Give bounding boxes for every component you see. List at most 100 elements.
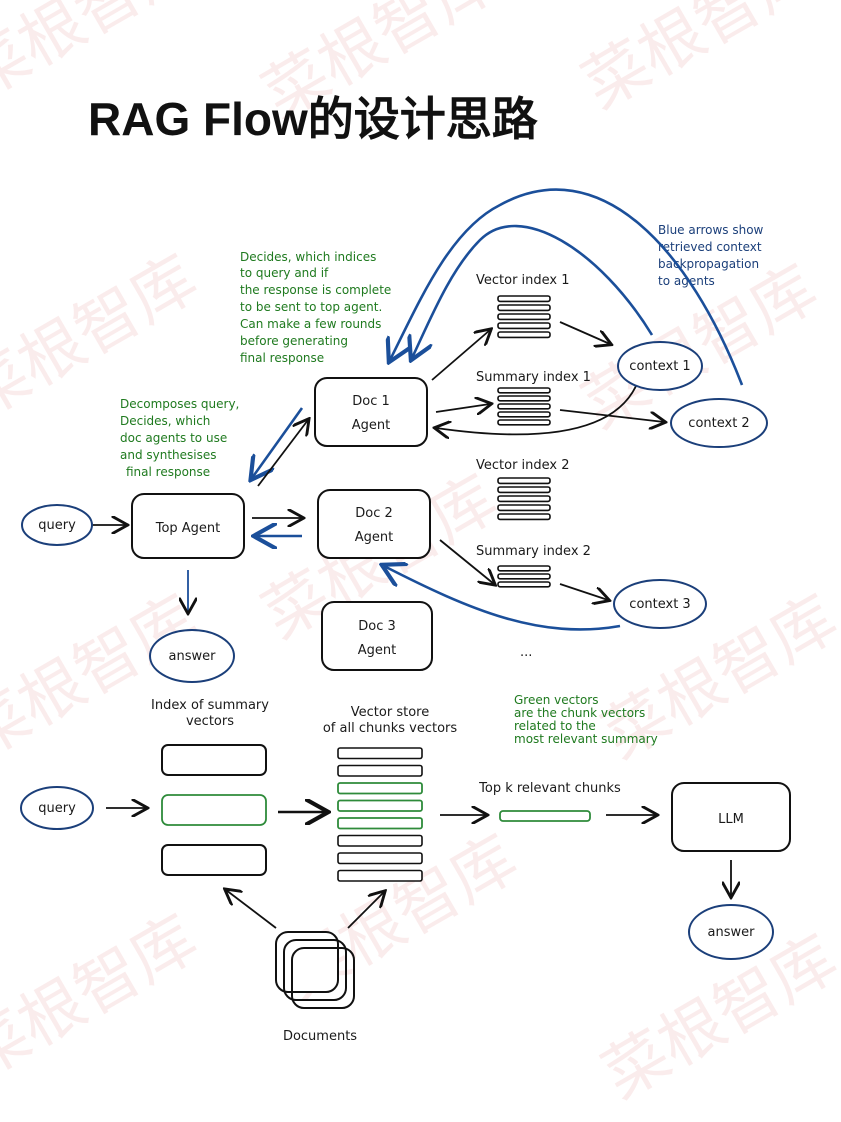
svg-text:most relevant summary: most relevant summary (514, 732, 658, 746)
chunk-vector (337, 834, 423, 847)
context-3: context 3 (613, 579, 707, 629)
vector-index-1-bar (497, 331, 551, 339)
svg-text:Doc 1: Doc 1 (352, 394, 390, 409)
arrow-doc1-to-vector1 (431, 330, 490, 381)
chunk-vector (337, 764, 423, 777)
summary-index-2-bar (497, 581, 551, 588)
chunk-vector (337, 782, 423, 795)
vector-index-2-bar (497, 513, 551, 521)
svg-text:vectors: vectors (186, 714, 234, 729)
bottom-query: query (20, 786, 94, 830)
vector-store (337, 747, 423, 882)
arrow-summary2-to-context3 (559, 583, 608, 600)
top-query: query (21, 504, 93, 546)
svg-text:Agent: Agent (355, 530, 393, 545)
chunk-vector (337, 852, 423, 865)
more-indices: ... (520, 645, 532, 660)
svg-text:query: query (38, 518, 76, 533)
arrow-doc2-to-summary2 (439, 539, 494, 584)
vector-index-1-bar (497, 313, 551, 321)
svg-text:Doc 2: Doc 2 (355, 506, 393, 521)
arrow-docs-to-store (347, 892, 384, 929)
context-1: context 1 (617, 341, 703, 391)
svg-text:context 1: context 1 (629, 359, 690, 374)
documents-icon (275, 931, 355, 1009)
top-answer: answer (149, 629, 235, 683)
blue-arrows-note: Blue arrows show retrieved context backp… (658, 223, 764, 288)
blue-arrow-doc1-to-top (252, 407, 304, 478)
topk-chunks (499, 810, 591, 822)
doc2-agent: Doc 2 Agent (317, 489, 431, 559)
summary-index-label: Index of summary (151, 698, 269, 713)
summary-index-1-bar (497, 387, 551, 394)
svg-text:Agent: Agent (358, 643, 396, 658)
blue-arrow-context2-to-doc1 (390, 188, 744, 386)
arrow-vector1-to-context1 (559, 321, 610, 344)
vector-index-1-bar (497, 304, 551, 312)
summary-index-1-bar (497, 395, 551, 402)
svg-text:the response is complete: the response is complete (240, 283, 391, 297)
svg-text:Can make a few rounds: Can make a few rounds (240, 317, 381, 331)
green-vectors-note: Green vectors (514, 693, 598, 707)
arrow-summary1-to-context2 (559, 409, 664, 422)
summary-vector-relevant (161, 794, 267, 826)
summary-index-2-bar (497, 573, 551, 580)
documents-label: Documents (283, 1029, 357, 1044)
svg-text:doc agents to use: doc agents to use (120, 431, 227, 445)
vector-index-2-bar (497, 495, 551, 503)
svg-text:to be sent to top agent.: to be sent to top agent. (240, 300, 382, 314)
blue-arrow-context3-to-doc2 (384, 566, 621, 631)
summary-vector (161, 744, 267, 776)
page-title: RAG Flow的设计思路 (88, 93, 539, 145)
svg-text:Decomposes query,: Decomposes query, (120, 397, 239, 411)
svg-text:final response: final response (126, 465, 210, 479)
svg-text:backpropagation: backpropagation (658, 257, 759, 271)
vector-index-1-label: Vector index 1 (476, 273, 570, 288)
topk-label: Top k relevant chunks (478, 781, 621, 796)
vector-store-label: Vector store (351, 705, 429, 720)
svg-text:are the chunk vectors: are the chunk vectors (514, 706, 645, 720)
chunk-vector (337, 869, 423, 882)
svg-text:菜根智库: 菜根智库 (0, 902, 210, 1094)
svg-text:and synthesises: and synthesises (120, 448, 217, 462)
summary-index-1-bar (497, 411, 551, 418)
top-agent: Top Agent (131, 493, 245, 559)
svg-text:Top Agent: Top Agent (155, 521, 221, 536)
svg-text:Decides, which indices: Decides, which indices (240, 250, 376, 264)
summary-vector (161, 844, 267, 876)
summary-index-1-label: Summary index 1 (476, 370, 591, 385)
blue-arrow-context1-to-doc1 (412, 224, 654, 358)
svg-text:LLM: LLM (718, 812, 744, 827)
arrow-doc1-to-summary1 (435, 404, 490, 412)
arrow-docs-to-summary (226, 890, 277, 929)
svg-text:of all chunks vectors: of all chunks vectors (323, 721, 458, 736)
llm-box: LLM (671, 782, 791, 852)
svg-text:answer: answer (169, 649, 217, 664)
svg-text:final response: final response (240, 351, 324, 365)
svg-text:Agent: Agent (352, 418, 390, 433)
vector-index-2-bar (497, 486, 551, 494)
svg-text:before generating: before generating (240, 334, 348, 348)
chunk-vector (337, 747, 423, 760)
index-stacks (497, 295, 551, 588)
svg-text:to query and if: to query and if (240, 266, 329, 280)
svg-text:Blue arrows show: Blue arrows show (658, 223, 764, 237)
summary-index-2-label: Summary index 2 (476, 544, 591, 559)
summary-index-1-bar (497, 403, 551, 410)
top-agent-note: Decomposes query, Decides, which doc age… (120, 397, 239, 479)
summary-index-2-bar (497, 565, 551, 572)
doc3-agent: Doc 3 Agent (321, 601, 433, 671)
vector-index-1-bar (497, 295, 551, 303)
svg-text:context 2: context 2 (688, 416, 749, 431)
doc-agent-note: Decides, which indices to query and if t… (240, 250, 391, 365)
svg-text:related to the: related to the (514, 719, 596, 733)
vector-index-2-bar (497, 504, 551, 512)
svg-text:菜根智库: 菜根智库 (571, 0, 830, 124)
vector-index-2-bar (497, 477, 551, 485)
context-2: context 2 (670, 398, 768, 448)
arrow-context-to-doc1 (436, 385, 637, 434)
chunk-vector (337, 817, 423, 830)
summary-index-1-bar (497, 419, 551, 426)
svg-text:Decides, which: Decides, which (120, 414, 210, 428)
